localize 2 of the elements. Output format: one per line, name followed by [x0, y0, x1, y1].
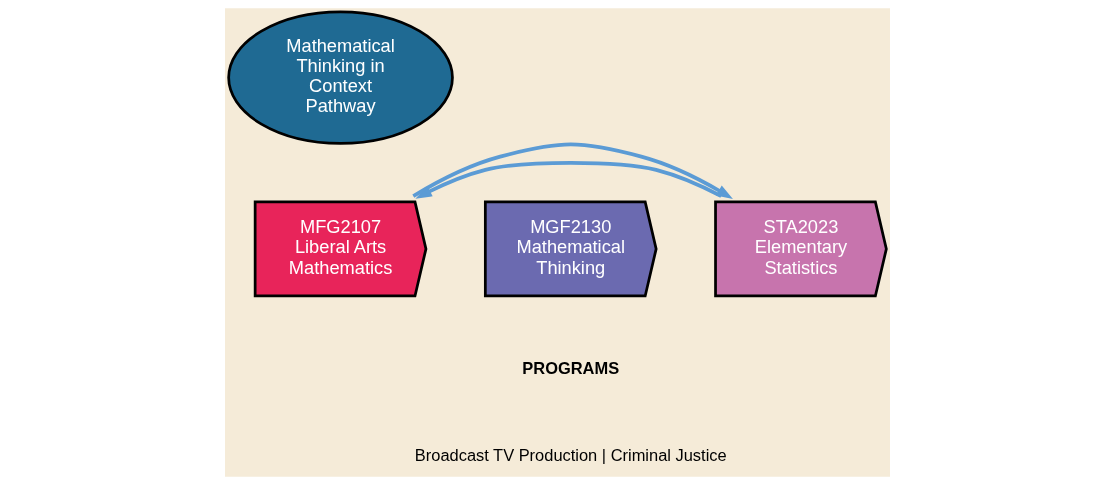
label: Broadcast TV Production | Criminal Justice [414, 445, 727, 464]
label: PROGRAMS [522, 358, 620, 377]
